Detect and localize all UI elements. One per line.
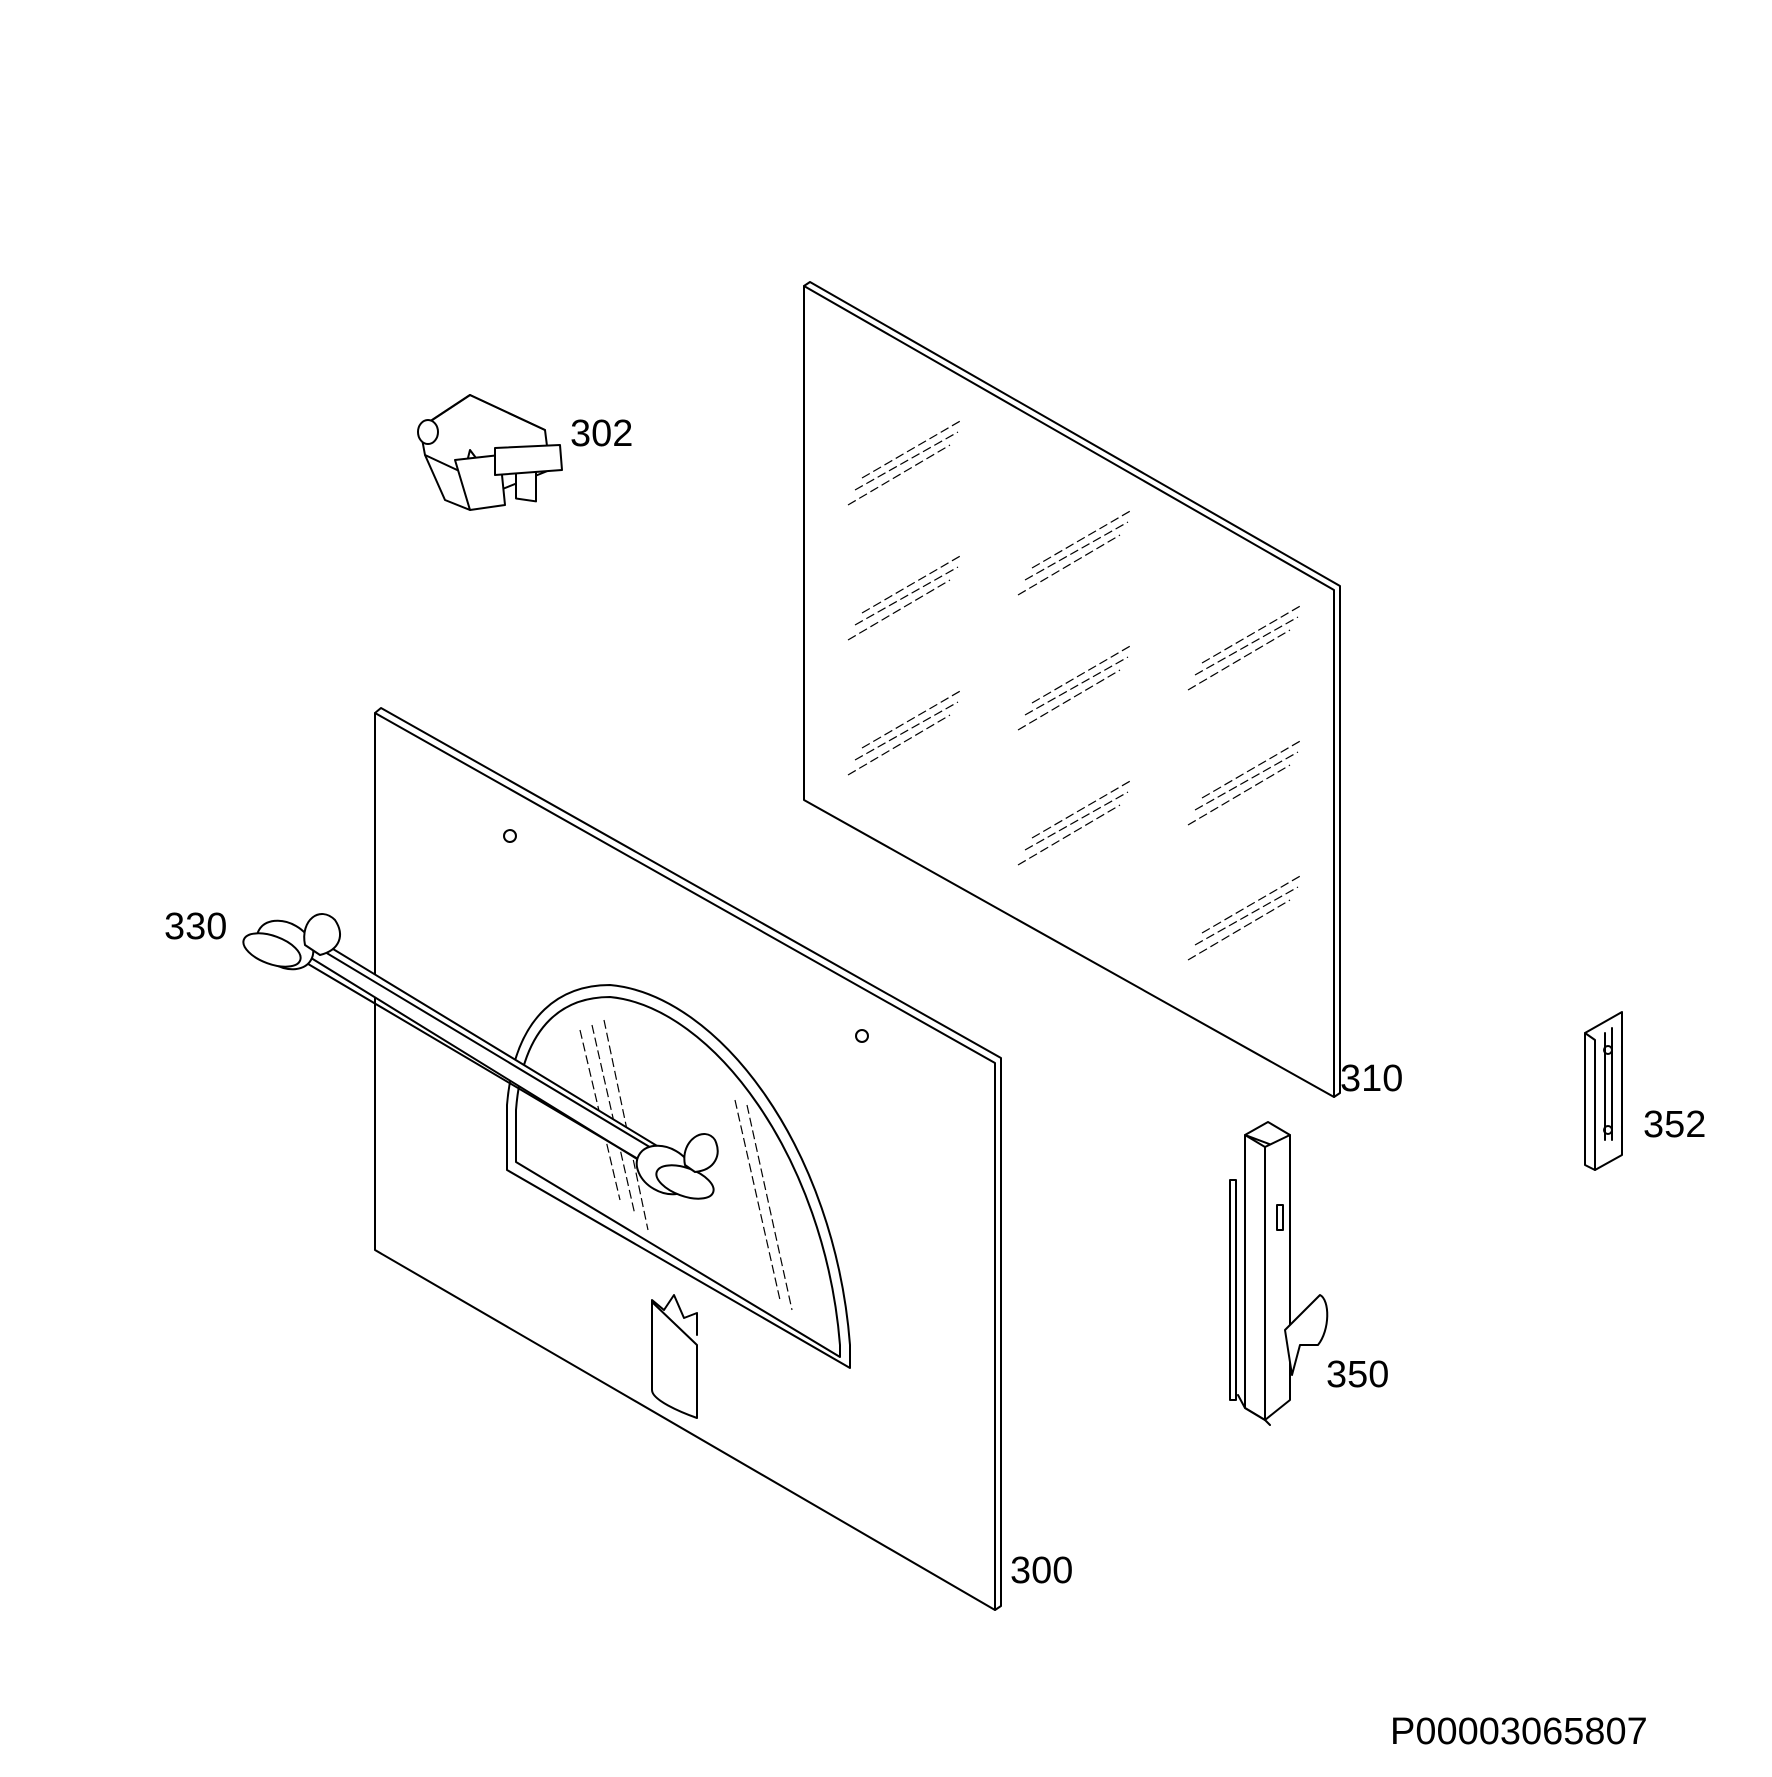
part-label-300: 300 <box>1010 1550 1074 1592</box>
part-label-302: 302 <box>570 413 634 455</box>
part-label-352: 352 <box>1643 1104 1707 1146</box>
part-label-330: 330 <box>164 906 228 948</box>
part-330-door-handle <box>242 913 719 1200</box>
drawing-number: P00003065807 <box>1390 1711 1648 1753</box>
part-label-310: 310 <box>1340 1058 1404 1100</box>
part-350-door-hinge <box>1229 1121 1329 1426</box>
brand-logo-icon <box>651 1294 698 1419</box>
part-352-hinge-cover <box>1584 1011 1623 1171</box>
part-302-hinge-clip <box>417 394 563 511</box>
part-label-350: 350 <box>1326 1354 1390 1396</box>
part-310-glass-panel <box>803 281 1341 1098</box>
window-reflection-marks <box>579 1019 793 1311</box>
glass-hatch-marks <box>847 419 1303 961</box>
